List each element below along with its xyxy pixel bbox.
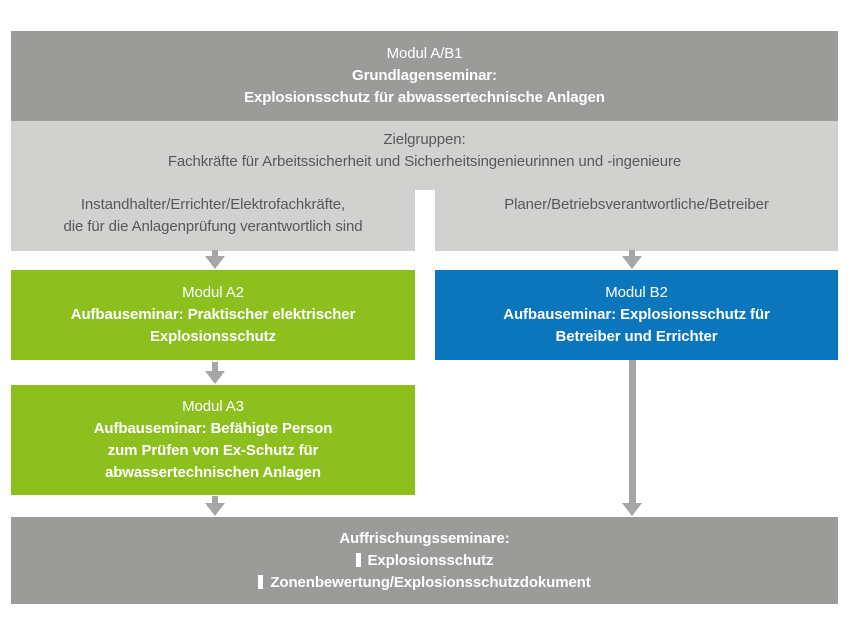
- arrow-head: [205, 371, 225, 384]
- module-a3-line1: Aufbauseminar: Befähigte Person: [93, 420, 333, 437]
- module-b2-line2: Betreiber und Errichter: [555, 328, 718, 345]
- down-arrow-a3-to-refresher: [205, 496, 225, 516]
- module-a3-line2: zum Prüfen von Ex-Schutz für: [107, 442, 319, 459]
- target-groups-heading: Zielgruppen:: [383, 131, 466, 148]
- bullet-bar-icon: [355, 552, 361, 567]
- target-group-left-column: Instandhalter/Errichter/Elektrofachkräft…: [11, 190, 415, 251]
- module-a2-line2: Explosionsschutz: [150, 328, 276, 345]
- module-ab1-line2: Explosionsschutz für abwassertechnische …: [244, 89, 605, 106]
- refresher-item-2-label: Zonenbewertung/Explosionsschutzdokument: [270, 573, 591, 591]
- target-group-left-line2: die für die Anlagenprüfung verantwortlic…: [63, 218, 363, 235]
- down-arrow-a2-to-a3: [205, 362, 225, 384]
- arrow-head: [205, 503, 225, 516]
- target-group-right-line: Planer/Betriebsverantwortliche/Betreiber: [504, 196, 769, 213]
- refresher-item-2: Zonenbewertung/Explosionsschutzdokument: [258, 572, 591, 594]
- target-groups-common: Fachkräfte für Arbeitssicherheit und Sic…: [167, 153, 682, 170]
- module-ab1-box: Modul A/B1 Grundlagenseminar: Explosions…: [11, 31, 838, 121]
- target-group-right-column: Planer/Betriebsverantwortliche/Betreiber: [435, 190, 838, 251]
- arrow-stem: [628, 360, 636, 503]
- arrow-head: [622, 503, 642, 516]
- module-a2-title: Modul A2: [182, 284, 244, 301]
- down-arrow-to-b2: [622, 250, 642, 269]
- target-group-left-line1: Instandhalter/Errichter/Elektrofachkräft…: [80, 196, 346, 213]
- down-arrow-b2-to-refresher: [622, 360, 642, 516]
- refresher-heading: Auffrischungsseminare:: [339, 529, 510, 547]
- target-groups-band: Zielgruppen: Fachkräfte für Arbeitssiche…: [11, 121, 838, 190]
- down-arrow-to-a2: [205, 250, 225, 269]
- module-b2-box: Modul B2 Aufbauseminar: Explosionsschutz…: [435, 270, 838, 360]
- module-a3-box: Modul A3 Aufbauseminar: Befähigte Person…: [11, 385, 415, 495]
- module-b2-line1: Aufbauseminar: Explosionsschutz für: [503, 306, 770, 323]
- arrow-stem: [629, 250, 635, 256]
- bullet-bar-icon: [258, 574, 264, 589]
- arrow-stem: [212, 362, 218, 371]
- arrow-stem: [212, 250, 218, 256]
- module-ab1-line1: Grundlagenseminar:: [352, 67, 497, 84]
- module-a3-title: Modul A3: [182, 398, 244, 415]
- refresher-item-1: Explosionsschutz: [355, 550, 494, 572]
- arrow-stem: [212, 496, 218, 503]
- module-a3-line3: abwassertechnischen Anlagen: [105, 464, 321, 481]
- module-ab1-title: Modul A/B1: [386, 45, 463, 62]
- arrow-head: [622, 256, 642, 269]
- refresher-box: Auffrischungsseminare: Explosionsschutz …: [11, 517, 838, 604]
- module-a2-box: Modul A2 Aufbauseminar: Praktischer elek…: [11, 270, 415, 360]
- module-a2-line1: Aufbauseminar: Praktischer elektrischer: [70, 306, 356, 323]
- module-b2-title: Modul B2: [605, 284, 668, 301]
- refresher-item-1-label: Explosionsschutz: [367, 551, 494, 569]
- arrow-head: [205, 256, 225, 269]
